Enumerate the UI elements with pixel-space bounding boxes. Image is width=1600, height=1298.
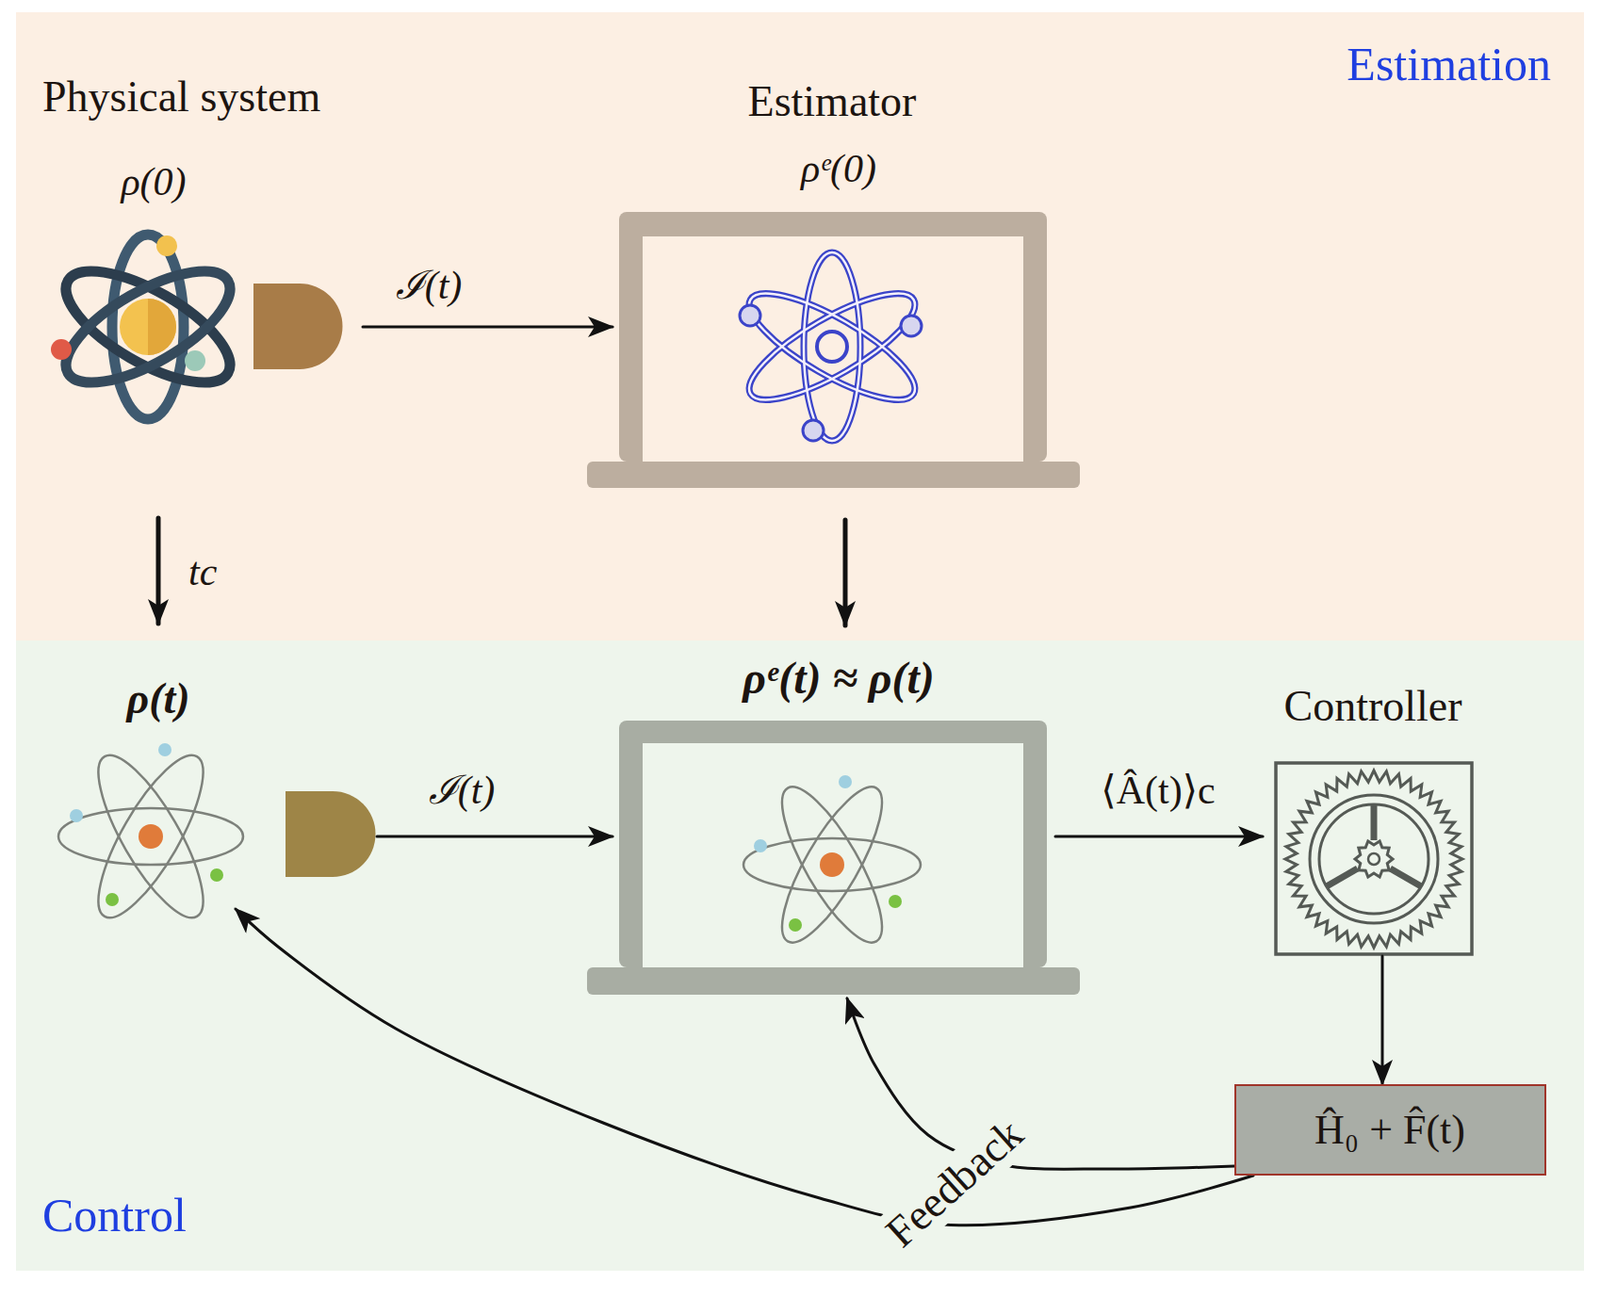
gear-stroke <box>1389 868 1421 887</box>
control-band: ρ(t) ρᵉ(t) ≈ ρ(t) Controller Ĥ₀ + F̂(t) Cont… <box>16 640 1584 1272</box>
node-title: Estimation <box>1346 37 1552 93</box>
physical-system: Physical system ρ(0) <box>37 67 363 519</box>
gear-stroke <box>1371 804 1378 841</box>
physical-system: ρ(t) <box>51 623 377 910</box>
laptop-icon <box>587 212 1080 489</box>
controller: Controller <box>1262 670 1485 957</box>
arrow-connector <box>362 326 613 329</box>
state-symbol: ρᵉ(0) <box>800 146 877 192</box>
electron <box>802 420 824 441</box>
node-title: Estimator <box>748 77 917 128</box>
estimation-band: Physical systemρ(0)Estimatorρᵉ(0)Estimat… <box>16 12 1584 641</box>
atom-icon <box>58 742 244 931</box>
arrow-connector <box>156 518 162 624</box>
electron <box>838 775 852 789</box>
orbit <box>49 249 246 405</box>
node-title: Ĥ₀ + F̂(t) <box>1314 1107 1466 1156</box>
arrow-connector <box>1055 835 1263 839</box>
edge-label-holder: ⟨Â(t)⟩c <box>1100 767 1215 814</box>
node-title: Control <box>42 1189 187 1244</box>
node-title: ρᵉ(t) ≈ ρ(t) <box>742 652 935 704</box>
gear-icon <box>1285 770 1463 948</box>
estimator: Estimator ρᵉ(0) <box>612 67 1056 521</box>
gear-stroke <box>1326 868 1358 887</box>
laptop-frame <box>619 212 1047 462</box>
detector <box>285 791 376 878</box>
node-title: Controller <box>1283 682 1462 733</box>
signal-label: tc <box>188 549 217 595</box>
nucleus <box>816 331 848 362</box>
signal-label: ⟨Â(t)⟩c <box>1100 767 1215 814</box>
state-symbol: ρ(0) <box>120 159 186 205</box>
gear-stroke <box>1285 770 1463 948</box>
orbit <box>80 742 222 931</box>
gear-stroke <box>1309 795 1438 924</box>
electron <box>888 895 902 909</box>
orbit <box>735 275 928 419</box>
edge-label-holder: ℐ(t) <box>395 262 463 309</box>
gear-stroke <box>1319 804 1429 915</box>
electron <box>156 235 178 257</box>
atom-model <box>735 252 928 441</box>
nucleus-half <box>147 298 177 356</box>
laptop-frame <box>619 720 1047 968</box>
electron <box>753 839 768 853</box>
estimation-band <box>16 12 1584 641</box>
electron <box>69 809 83 823</box>
orbit <box>803 252 861 441</box>
electron <box>788 918 802 932</box>
orbit <box>743 838 921 892</box>
nucleus <box>119 298 177 356</box>
electron <box>739 305 761 327</box>
edge-label-holder: tc <box>188 549 217 595</box>
laptop-screen <box>642 743 1024 968</box>
laptop-base <box>587 461 1080 489</box>
nucleus <box>819 852 845 878</box>
signal-label: ℐ(t) <box>395 262 463 309</box>
node-title: ρ(t) <box>126 674 190 725</box>
feedback-label-holder: Feedback <box>871 1105 1037 1261</box>
orbit-inner <box>735 275 928 419</box>
estimator: ρᵉ(t) ≈ ρ(t) <box>612 625 1056 999</box>
detector <box>253 283 343 370</box>
orbit-inner <box>735 275 928 419</box>
orbit <box>80 742 222 931</box>
signal-label: ℐ(t) <box>428 767 496 814</box>
electron <box>158 743 172 757</box>
node-title: Physical system <box>42 72 321 123</box>
hamiltonian-box: Ĥ₀ + F̂(t) <box>1234 1084 1547 1176</box>
arrow-connector <box>235 909 1254 1226</box>
arrow-connector <box>847 998 1235 1170</box>
orbit <box>765 775 899 956</box>
orbit <box>735 275 928 419</box>
arrow-connector <box>843 520 849 626</box>
orbit <box>112 234 184 420</box>
atom-model <box>743 775 921 956</box>
gear-stroke <box>1355 841 1393 878</box>
laptop-screen <box>642 236 1024 462</box>
control-band <box>16 640 1584 1272</box>
nucleus <box>138 824 164 849</box>
controller-frame <box>1275 763 1472 955</box>
laptop-base <box>587 967 1080 996</box>
laptop-icon <box>587 720 1080 996</box>
arrow-connector <box>376 835 613 839</box>
electron <box>184 350 206 372</box>
arrow-connector <box>1381 956 1385 1085</box>
edge-label-holder: ℐ(t) <box>428 767 496 814</box>
feedback-label: Feedback <box>871 1105 1037 1261</box>
orbit <box>58 808 244 866</box>
gear-stroke <box>1368 853 1380 866</box>
orbit <box>765 775 899 956</box>
orbit <box>49 249 246 405</box>
atom-icon <box>49 234 246 420</box>
electron <box>900 315 922 337</box>
orbit-inner <box>803 252 861 441</box>
electron <box>50 339 72 360</box>
electron <box>105 893 119 907</box>
electron <box>210 868 224 882</box>
